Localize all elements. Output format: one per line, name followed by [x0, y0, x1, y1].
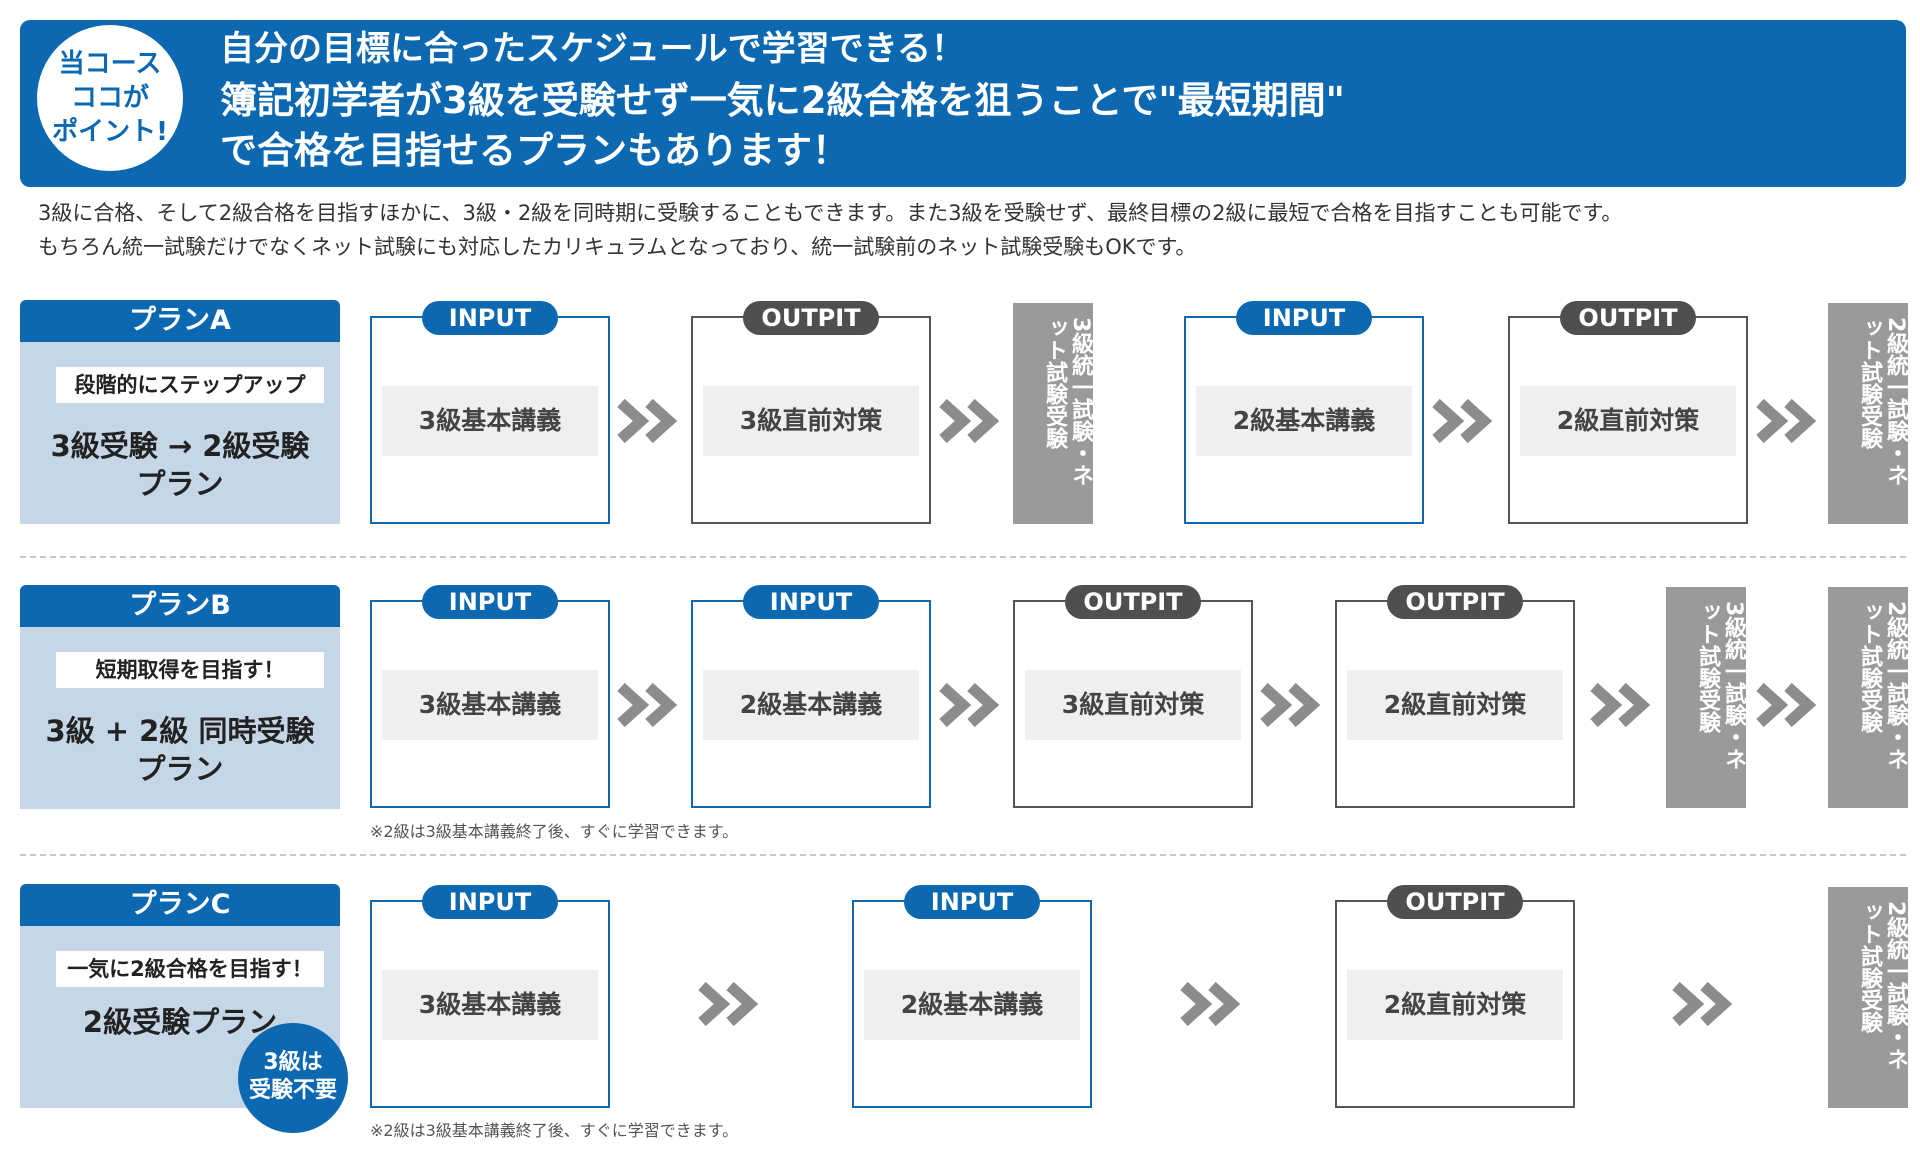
plan-c-title: 2級受験プラン — [82, 1005, 278, 1039]
input-pill: INPUT — [1236, 301, 1372, 335]
point-badge: 当コース ココが ポイント! — [37, 25, 183, 171]
step-content: 2級基本講義 — [1196, 386, 1412, 456]
chevron-arrow-icon — [1180, 981, 1241, 1027]
plan-a-tag: 段階的にステップアップ — [56, 367, 324, 403]
step-box: 2級直前対策 — [1335, 900, 1575, 1108]
badge-line-2: ココが — [70, 83, 149, 113]
exam-label: 2級統一試験・ネット試験受験 — [1857, 901, 1908, 1071]
step-content: 2級直前対策 — [1347, 970, 1563, 1040]
plan-a-title-line-1: 3級受験 → 2級受験 — [50, 429, 310, 463]
step-content: 3級基本講義 — [382, 670, 598, 740]
output-pill: OUTPIT — [1387, 585, 1523, 619]
plan-c-tag: 一気に2級合格を目指す！ — [56, 951, 324, 987]
exam-label: 3級統一試験・ネット試験受験 — [1695, 601, 1746, 771]
badge-line-3: ポイント! — [52, 117, 168, 147]
input-pill: INPUT — [743, 585, 879, 619]
step-box: 3級基本講義 — [370, 316, 610, 524]
plan-b-label: プランB — [20, 585, 340, 627]
step-content: 2級直前対策 — [1520, 386, 1736, 456]
plan-b-tag: 短期取得を目指す！ — [56, 652, 324, 688]
plan-c-note: ※2級は3級基本講義終了後、すぐに学習できます。 — [370, 1121, 739, 1140]
input-pill: INPUT — [904, 885, 1040, 919]
step-content: 2級基本講義 — [864, 970, 1080, 1040]
exam-bar: 2級統一試験・ネット試験受験 — [1828, 303, 1908, 524]
exam-label: 2級統一試験・ネット試験受験 — [1857, 601, 1908, 771]
level3-not-needed-badge: 3級は 受験不要 — [238, 1023, 348, 1133]
chevron-arrow-icon — [939, 682, 1000, 728]
intro-line-2: もちろん統一試験だけでなくネット試験にも対応したカリキュラムとなっており、統一試… — [38, 235, 1197, 259]
input-pill: INPUT — [422, 885, 558, 919]
step-content: 2級基本講義 — [703, 670, 919, 740]
plan-c-label: プランC — [20, 884, 340, 926]
step-content: 3級直前対策 — [703, 386, 919, 456]
chevron-arrow-icon — [1590, 682, 1651, 728]
step-box: 2級基本講義 — [1184, 316, 1424, 524]
chevron-arrow-icon — [939, 398, 1000, 444]
step-box: 3級直前対策 — [691, 316, 931, 524]
exam-bar: 3級統一試験・ネット試験受験 — [1013, 303, 1093, 524]
header-title-line-1: 簿記初学者が3級を受験せず一気に2級合格を狙うことで"最短期間" — [220, 79, 1345, 122]
plan-a-title-line-2: プラン — [136, 467, 224, 501]
step-box: 3級基本講義 — [370, 900, 610, 1108]
input-pill: INPUT — [422, 585, 558, 619]
exam-bar: 2級統一試験・ネット試験受験 — [1828, 587, 1908, 808]
exam-label: 2級統一試験・ネット試験受験 — [1857, 317, 1908, 487]
output-pill: OUTPIT — [1065, 585, 1201, 619]
step-box: 2級基本講義 — [852, 900, 1092, 1108]
exam-label: 3級統一試験・ネット試験受験 — [1042, 317, 1093, 487]
step-box: 2級直前対策 — [1335, 600, 1575, 808]
step-content: 3級基本講義 — [382, 970, 598, 1040]
plan-b-note: ※2級は3級基本講義終了後、すぐに学習できます。 — [370, 822, 739, 841]
header-subtitle: 自分の目標に合ったスケジュールで学習できる！ — [220, 29, 965, 69]
step-content: 3級直前対策 — [1025, 670, 1241, 740]
chevron-arrow-icon — [1756, 398, 1817, 444]
chevron-arrow-icon — [1260, 682, 1321, 728]
intro-line-1: 3級に合格、そして2級合格を目指すほかに、3級・2級を同時期に受験することもでき… — [38, 201, 1623, 225]
step-content: 2級直前対策 — [1347, 670, 1563, 740]
divider — [20, 556, 1906, 558]
output-pill: OUTPIT — [1560, 301, 1696, 335]
badge-text-1: 3級は — [263, 1050, 323, 1075]
plan-b-title-line-1: 3級 + 2級 同時受験 — [45, 714, 315, 748]
step-box: 2級基本講義 — [691, 600, 931, 808]
chevron-arrow-icon — [698, 981, 759, 1027]
plan-a-label: プランA — [20, 300, 340, 342]
output-pill: OUTPIT — [1387, 885, 1523, 919]
step-box: 3級直前対策 — [1013, 600, 1253, 808]
exam-bar: 3級統一試験・ネット試験受験 — [1666, 587, 1746, 808]
chevron-arrow-icon — [1756, 682, 1817, 728]
header-title-line-2: で合格を目指せるプランもあります！ — [220, 129, 849, 172]
chevron-arrow-icon — [1432, 398, 1493, 444]
input-pill: INPUT — [422, 301, 558, 335]
step-box: 2級直前対策 — [1508, 316, 1748, 524]
step-box: 3級基本講義 — [370, 600, 610, 808]
step-content: 3級基本講義 — [382, 386, 598, 456]
divider — [20, 854, 1906, 856]
chevron-arrow-icon — [617, 398, 678, 444]
badge-line-1: 当コース — [58, 49, 162, 79]
chevron-arrow-icon — [1672, 981, 1733, 1027]
chevron-arrow-icon — [617, 682, 678, 728]
plan-b-title-line-2: プラン — [136, 752, 224, 786]
badge-text-2: 受験不要 — [248, 1078, 337, 1103]
output-pill: OUTPIT — [743, 301, 879, 335]
exam-bar: 2級統一試験・ネット試験受験 — [1828, 887, 1908, 1108]
header-banner — [20, 20, 1906, 187]
